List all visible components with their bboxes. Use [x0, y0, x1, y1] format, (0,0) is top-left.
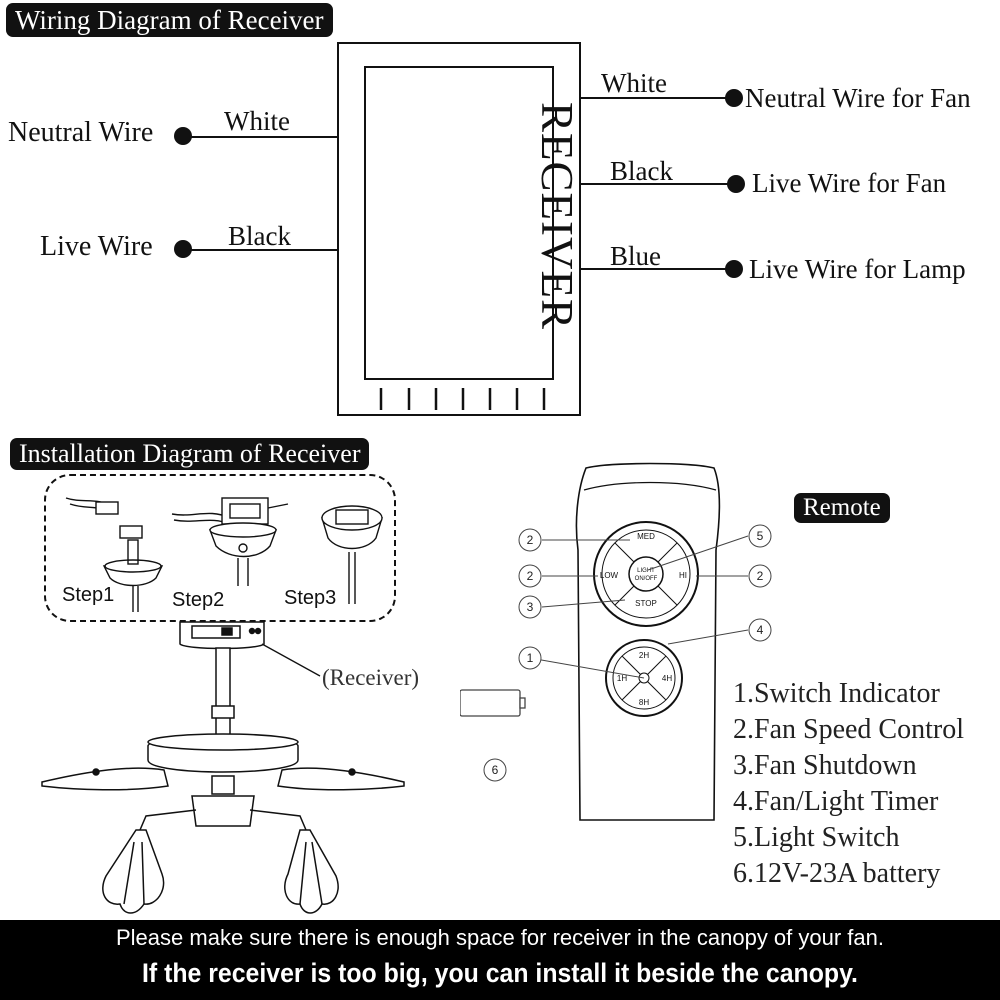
button-light-label-line2: ON/OFF	[635, 576, 658, 582]
button-2h-label: 2H	[639, 651, 649, 660]
wire-live-fan	[580, 183, 737, 185]
button-med-label: MED	[637, 532, 655, 541]
terminal-live-wire: Live Wire	[40, 231, 153, 262]
button-low-label: LOW	[600, 571, 619, 580]
legend-item-switch-indicator: 1.Switch Indicator	[733, 678, 940, 709]
callout-2-low: 2	[527, 569, 534, 583]
receiver-label: RECEIVER	[532, 102, 582, 330]
battery-icon	[460, 689, 521, 717]
button-stop-label: STOP	[635, 599, 657, 608]
wire-color-blue-out: Blue	[610, 241, 661, 271]
receiver-inner-panel	[364, 66, 554, 380]
step-3-label: Step3	[284, 587, 337, 609]
button-8h-label: 8H	[639, 698, 649, 707]
installation-steps-panel	[44, 474, 396, 622]
footer-note: Please make sure there is enough space f…	[116, 925, 884, 950]
legend-item-fan-speed-control: 2.Fan Speed Control	[733, 714, 964, 745]
callout-4-timer: 4	[757, 623, 764, 637]
remote-control-illustration: MED LOW HI STOP LIGHT ON/OFF 2H 1H 4H 8H…	[460, 462, 772, 821]
button-light-label-line1: LIGHT	[637, 568, 655, 574]
callout-3-stop: 3	[527, 600, 534, 614]
receiver-callout-label: (Receiver)	[322, 665, 420, 690]
terminal-dot-live-lamp	[725, 260, 743, 278]
wire-live-lamp	[580, 268, 735, 270]
terminal-dot-live-fan	[727, 175, 745, 193]
wire-color-black-out: Black	[610, 156, 673, 186]
wire-neutral-in	[188, 136, 338, 138]
terminal-live-wire-lamp: Live Wire for Lamp	[749, 254, 966, 284]
callout-6-battery: 6	[492, 763, 499, 777]
legend-item-fan-shutdown: 3.Fan Shutdown	[733, 750, 917, 781]
terminal-neutral-wire: Neutral Wire	[8, 117, 154, 148]
terminal-neutral-wire-fan: Neutral Wire for Fan	[745, 83, 971, 113]
callout-5-light: 5	[757, 529, 764, 543]
remote-title: Remote	[794, 493, 890, 523]
callout-2-hi: 2	[757, 569, 764, 583]
button-1h-label: 1H	[617, 674, 627, 683]
wire-neutral-fan	[580, 97, 735, 99]
receiver-box: RECEIVER	[337, 42, 582, 416]
remote-legend: 1.Switch Indicator 2.Fan Speed Control 3…	[733, 676, 964, 892]
button-hi-label: HI	[679, 571, 687, 580]
wiring-diagram-title: Wiring Diagram of Receiver	[6, 3, 333, 37]
terminal-dot-live	[174, 240, 192, 258]
callout-2-med: 2	[527, 533, 534, 547]
wire-color-white-in: White	[224, 106, 290, 136]
receiver-terminals	[379, 388, 546, 410]
terminal-live-wire-fan: Live Wire for Fan	[752, 168, 947, 198]
footer-banner: Please make sure there is enough space f…	[0, 920, 1000, 1000]
step-1-label: Step1	[62, 584, 115, 606]
wire-color-black-in: Black	[228, 221, 291, 251]
footer-warning: If the receiver is too big, you can inst…	[142, 958, 858, 988]
wire-live-in	[188, 249, 338, 251]
ceiling-fan-illustration	[41, 621, 405, 914]
legend-item-battery: 6.12V-23A battery	[733, 858, 941, 889]
terminal-dot-neutral	[174, 127, 192, 145]
terminal-dot-neutral-fan	[725, 89, 743, 107]
wire-color-white-out: White	[601, 68, 667, 98]
button-4h-label: 4H	[662, 674, 672, 683]
legend-item-fan-light-timer: 4.Fan/Light Timer	[733, 786, 939, 817]
legend-item-light-switch: 5.Light Switch	[733, 822, 900, 853]
installation-diagram-title: Installation Diagram of Receiver	[10, 438, 370, 470]
installation-steps-illustration	[65, 497, 383, 612]
callout-1-indicator: 1	[527, 651, 534, 665]
step-2-label: Step2	[172, 589, 225, 611]
